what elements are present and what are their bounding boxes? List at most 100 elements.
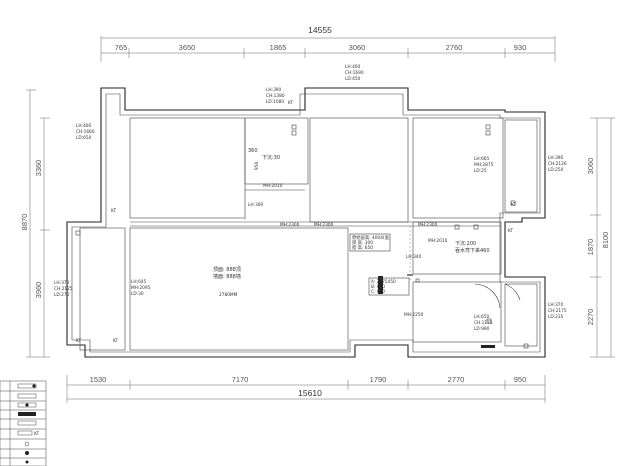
label-360: 360 (248, 148, 258, 154)
svg-text:LD:250: LD:250 (548, 167, 564, 173)
bottom-dim-4: 2770 (448, 375, 465, 384)
svg-text:墙面: 888墙: 墙面: 888墙 (213, 273, 241, 280)
legend-symbol-9-icon (25, 460, 29, 464)
annotation-ceiling-wall: 顶面: 888顶 墙面: 888墙 (213, 267, 241, 280)
annotation-a1: LH:400 CH:1660 LD:650 (76, 123, 95, 141)
label-kt-bottom-left: KT (76, 338, 81, 344)
svg-text:原始层高: 4004(面: 原始层高: 4004(面 (352, 234, 390, 241)
top-dim-3: 1865 (270, 43, 287, 52)
interior-walls (79, 117, 538, 351)
left-dim-2: 3960 (34, 282, 43, 299)
legend-symbol-7-icon (24, 441, 30, 447)
svg-text:LH:650: LH:650 (474, 314, 490, 320)
svg-text:CH:2126: CH:2126 (548, 161, 567, 167)
small-labels: 360 950 KT KT KT KT KT KT (76, 100, 516, 344)
annotation-mh-2010-b: MH:2010 (428, 238, 448, 244)
svg-text:LD:25: LD:25 (474, 168, 487, 174)
svg-text:LH:400: LH:400 (76, 123, 92, 129)
svg-text:LD:1080: LD:1080 (266, 99, 284, 105)
annotation-mh-2250: MH:2250 (404, 312, 424, 318)
svg-text:LH:400: LH:400 (345, 64, 361, 70)
legend-symbol-1-dot-icon (32, 384, 36, 388)
top-dim-4: 3060 (349, 43, 366, 52)
svg-text:吞水弯下来460: 吞水弯下来460 (455, 247, 490, 254)
annotation-lh-300: LH:300 (248, 202, 264, 208)
svg-text:LH:370: LH:370 (548, 302, 564, 308)
bottom-dim-3: 1790 (370, 375, 387, 384)
svg-text:梁 底: 300: 梁 底: 300 (352, 239, 373, 246)
svg-text:A: 2775450: A: 2775450 (371, 279, 396, 285)
svg-text:LD:235: LD:235 (548, 314, 564, 320)
door-leaf-marker (378, 276, 383, 294)
svg-text:C: 650: C: 650 (371, 289, 385, 295)
bottom-dimension-chain: 1530 7170 1790 2770 950 15610 (66, 375, 546, 403)
annotation-a4: LH:665 MH:2875 LD:25 (474, 156, 494, 174)
legend-symbol-8-icon (25, 451, 29, 455)
label-kt-right: KT (511, 202, 516, 208)
svg-text:CH:2125: CH:2125 (54, 286, 73, 292)
label-kt-bottom-mid: KT (113, 338, 118, 344)
svg-text:LH:370: LH:370 (54, 280, 70, 286)
legend-symbol-5-icon (17, 420, 37, 426)
right-dimension-chain: 3060 1870 2270 8100 (586, 117, 615, 358)
svg-text:B: 600: B: 600 (371, 284, 385, 290)
label-kt-left: KT (111, 208, 116, 214)
top-dim-1: 765 (115, 43, 128, 52)
top-dim-5: 2760 (446, 43, 463, 52)
svg-text:LD:270: LD:270 (54, 292, 70, 298)
annotation-a8: LH:370 CH:2175 LD:235 (548, 302, 567, 320)
left-dimension-chain: 8870 3360 3960 (20, 89, 50, 358)
left-total-dimension: 8870 (20, 214, 29, 231)
annotation-sink-200: 下沉:200 吞水弯下来460 (455, 240, 490, 254)
annotation-a5: LH:390 CH:2126 LD:250 (548, 155, 567, 173)
svg-text:LH:645: LH:645 (131, 279, 147, 285)
label-kt-right-side: KT (508, 228, 513, 234)
annotation-mh-2300-b: MH:2300 (314, 222, 334, 228)
svg-text:CH:1175: CH:1175 (474, 320, 493, 326)
svg-text:LH:390: LH:390 (266, 87, 282, 93)
annotation-sink-30: 下沉:30 (262, 154, 280, 161)
annotation-lh-340: LH:340 (406, 254, 422, 260)
annotation-a9: LH:650 CH:1175 LD:980 (474, 314, 493, 332)
svg-text:LD:980: LD:980 (474, 326, 490, 332)
right-dim-1: 3060 (586, 158, 595, 175)
svg-text:LD:450: LD:450 (345, 76, 361, 82)
legend-symbol-3-icon (17, 402, 37, 408)
svg-text:LD:650: LD:650 (76, 135, 92, 141)
bottom-total-dimension: 15610 (298, 388, 322, 398)
label-kt-top: KT (288, 100, 293, 106)
legend-kt-label: KT (34, 431, 39, 437)
annotation-mh-2300-c: MH:2300 (418, 222, 438, 228)
legend-symbol-4-icon (18, 412, 36, 416)
svg-text:顶面: 888顶: 顶面: 888顶 (213, 267, 241, 273)
svg-text:CH:2175: CH:2175 (548, 308, 567, 314)
svg-text:LD:30: LD:30 (131, 291, 144, 297)
annotation-mh-2300-a: MH:2300 (280, 222, 300, 228)
annotation-a2: LH:390 CH:1380 LD:1080 (266, 87, 285, 105)
label-950: 950 (254, 162, 260, 170)
right-dim-3: 2270 (586, 309, 595, 326)
top-dimension-chain: 14555 765 3650 1865 3060 2760 930 (100, 25, 556, 62)
top-dim-6: 930 (514, 43, 527, 52)
bottom-dim-1: 1530 (90, 375, 107, 384)
annotation-2780mm: 2780MM (219, 292, 238, 298)
info-box-1: 原始层高: 4004(面 梁 底: 300 窗 高: 650 (349, 233, 391, 252)
annotation-a3: LH:400 CH:1690 LD:450 (345, 64, 364, 82)
right-total-dimension: 8100 (601, 232, 610, 249)
svg-text:CH:1380: CH:1380 (266, 93, 285, 99)
top-dim-2: 3650 (179, 43, 196, 52)
legend-symbol-2-icon (17, 393, 37, 399)
bottom-dim-2: 7170 (232, 375, 249, 384)
sink-marker (481, 345, 495, 348)
door-swings (75, 124, 529, 349)
svg-text:CH:1690: CH:1690 (345, 70, 364, 76)
right-dim-2: 1870 (586, 239, 595, 256)
svg-text:窗 高: 650: 窗 高: 650 (352, 244, 373, 251)
svg-text:MH:2095: MH:2095 (131, 285, 151, 291)
info-box-2: A: 2775450 B: 600 C: 650 (368, 277, 410, 296)
annotation-a7: LH:645 MH:2095 LD:30 (131, 279, 151, 297)
svg-text:下沉:200: 下沉:200 (455, 240, 476, 247)
left-dim-1: 3360 (34, 160, 43, 177)
svg-text:CH:1660: CH:1660 (76, 129, 95, 135)
